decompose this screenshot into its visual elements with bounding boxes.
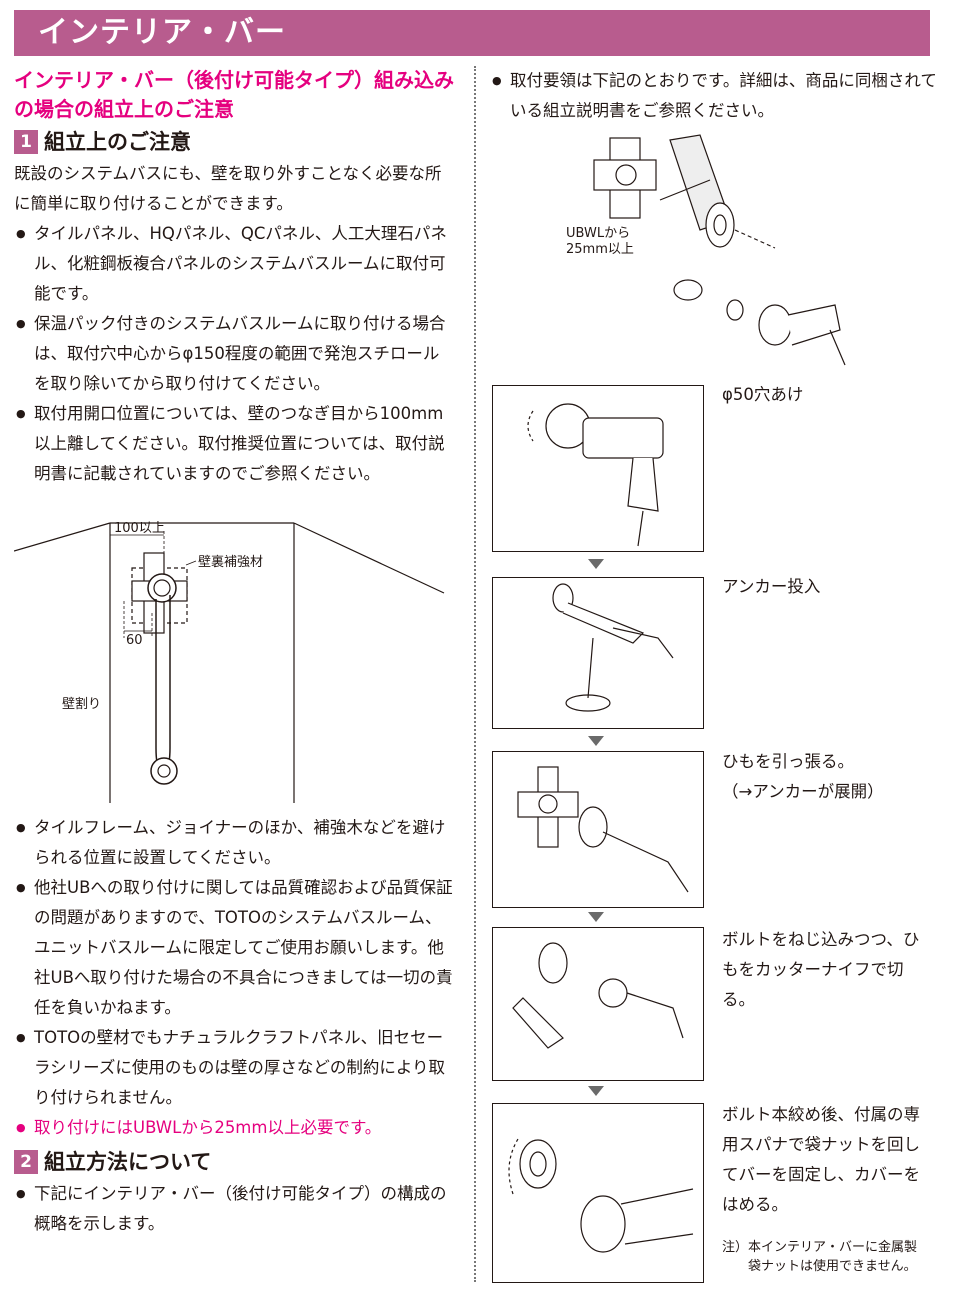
list-item: ● 下記にインテリア・バー（後付け可能タイプ）の構成の概略を示します。 [14,1179,454,1239]
step-1-illustration [492,385,704,552]
list-item-text: 他社UBへの取り付けに関しては品質確認および品質保証の問題がありますので、TOT… [34,878,453,1017]
list-item-text: 保温パック付きのシステムバスルームに取り付ける場合は、取付穴中心からφ150程度… [34,314,446,393]
step-3-illustration [492,751,704,908]
drill-illustration [527,403,664,547]
step-2-illustration [492,577,704,729]
bullet-icon: ● [16,1187,26,1200]
step-3-text: ひもを引っ張る。 （→アンカーが展開） [722,752,884,801]
bar-fix-illustration [508,1138,694,1253]
list-item: ● タイルフレーム、ジョイナーのほか、補強木などを避けられる位置に設置してください… [14,813,454,873]
arrow-down-icon [588,912,604,922]
label-wall-joint: 壁割り [62,697,102,712]
step-5-text: ボルト本絞め後、付属の専用スパナで袋ナットを回してバーを固定し、カバーをはめる。 [722,1105,920,1214]
list-item-text: タイルパネル、HQパネル、QCパネル、人工大理石パネル、化粧鋼板複合パネルのシス… [34,224,447,303]
wall-diagram [13,522,445,803]
right-column: ● 取付要領は下記のとおりです。詳細は、商品に同梱されている組立説明書をご参照くだ… [490,66,940,126]
section1-heading: 1 組立上のご注意 [14,127,454,157]
step-4-text: ボルトをねじ込みつつ、ひもをカッターナイフで切る。 [722,930,920,1009]
step-1-text: φ50穴あけ [722,385,804,404]
right-intro-list: ● 取付要領は下記のとおりです。詳細は、商品に同梱されている組立説明書をご参照くだ… [490,66,940,126]
column-divider [474,66,476,1282]
bullet-icon: ● [16,881,26,894]
section1-number: 1 [14,130,38,154]
bolt-cut-illustration [512,942,684,1049]
bullet-icon: ● [16,317,26,330]
label-reinforcement: 壁裏補強材 [198,555,264,570]
header-banner: インテリア・バー [14,10,930,56]
list-item: ● 取付用開口位置については、壁のつなぎ目から100mm以上離してください。取付推… [14,399,454,489]
section1-title: 組立上のご注意 [44,130,191,154]
wall-installation-figure: 100以上 60 壁裏補強材 壁割り [13,513,454,803]
step-5-illustration [492,1103,704,1283]
list-item: ● 保温パック付きのシステムバスルームに取り付ける場合は、取付穴中心からφ150程… [14,309,454,399]
label-ubwl: UBWLから 25mm以上 [566,226,634,257]
section2-heading: 2 組立方法について [14,1147,454,1177]
step-4-illustration [492,927,704,1081]
arrow-down-icon [588,559,604,569]
bullet-icon: ● [16,1031,26,1044]
label-60mm: 60 [126,633,143,648]
warning-item: ● 取り付けにはUBWLから25mm以上必要です。 [14,1113,454,1143]
bullet-list-3: ● 下記にインテリア・バー（後付け可能タイプ）の構成の概略を示します。 [14,1179,454,1239]
bullet-list-2: ● タイルフレーム、ジョイナーのほか、補強木などを避けられる位置に設置してください… [14,813,454,1143]
list-item: ● 取付要領は下記のとおりです。詳細は、商品に同梱されている組立説明書をご参照くだ… [490,66,940,126]
arrow-down-icon [588,736,604,746]
note-text: 注）本インテリア・バーに金属製 袋ナットは使用できません。 [722,1240,918,1274]
section2-number: 2 [14,1150,38,1174]
list-item: ● タイルパネル、HQパネル、QCパネル、人工大理石パネル、化粧鋼板複合パネルのシ… [14,219,454,309]
list-item-text: 取付用開口位置については、壁のつなぎ目から100mm以上離してください。取付推奨… [34,404,445,483]
bullet-icon: ● [16,821,26,834]
right-intro-text: 取付要領は下記のとおりです。詳細は、商品に同梱されている組立説明書をご参照くださ… [510,71,937,120]
headline: インテリア・バー（後付け可能タイプ）組み込みの場合の組立上のご注意 [14,68,454,121]
bullet-icon: ● [16,407,26,420]
list-item-text: 下記にインテリア・バー（後付け可能タイプ）の構成の概略を示します。 [34,1184,447,1233]
anchor-insert-illustration [552,583,674,712]
exploded-view-diagram [593,134,846,366]
section2-title: 組立方法について [44,1150,212,1174]
page-title: インテリア・バー [38,15,286,50]
list-item: ● TOTOの壁材でもナチュラルクラフトパネル、旧セセーラシリーズに使用のものは壁… [14,1023,454,1113]
bullet-icon: ● [492,74,502,87]
exploded-view-figure: UBWLから 25mm以上 [560,130,850,370]
arrow-down-icon [588,1086,604,1096]
list-item: ● 他社UBへの取り付けに関しては品質確認および品質保証の問題がありますので、TO… [14,873,454,1023]
left-column: インテリア・バー（後付け可能タイプ）組み込みの場合の組立上のご注意 1 組立上の… [13,66,454,1239]
bullet-icon: ● [16,227,26,240]
list-item-text: タイルフレーム、ジョイナーのほか、補強木などを避けられる位置に設置してください。 [34,818,446,867]
warning-text: 取り付けにはUBWLから25mm以上必要です。 [34,1118,382,1137]
bullet-icon: ● [16,1121,26,1134]
intro-text: 既設のシステムバスにも、壁を取り外すことなく必要な所に簡単に取り付けることができ… [14,164,442,213]
step-2-text: アンカー投入 [722,577,821,596]
list-item-text: TOTOの壁材でもナチュラルクラフトパネル、旧セセーラシリーズに使用のものは壁の… [34,1028,446,1107]
pull-string-illustration [517,766,689,893]
bullet-list-1: ● タイルパネル、HQパネル、QCパネル、人工大理石パネル、化粧鋼板複合パネルのシ… [14,219,454,489]
label-100mm: 100以上 [114,521,165,536]
